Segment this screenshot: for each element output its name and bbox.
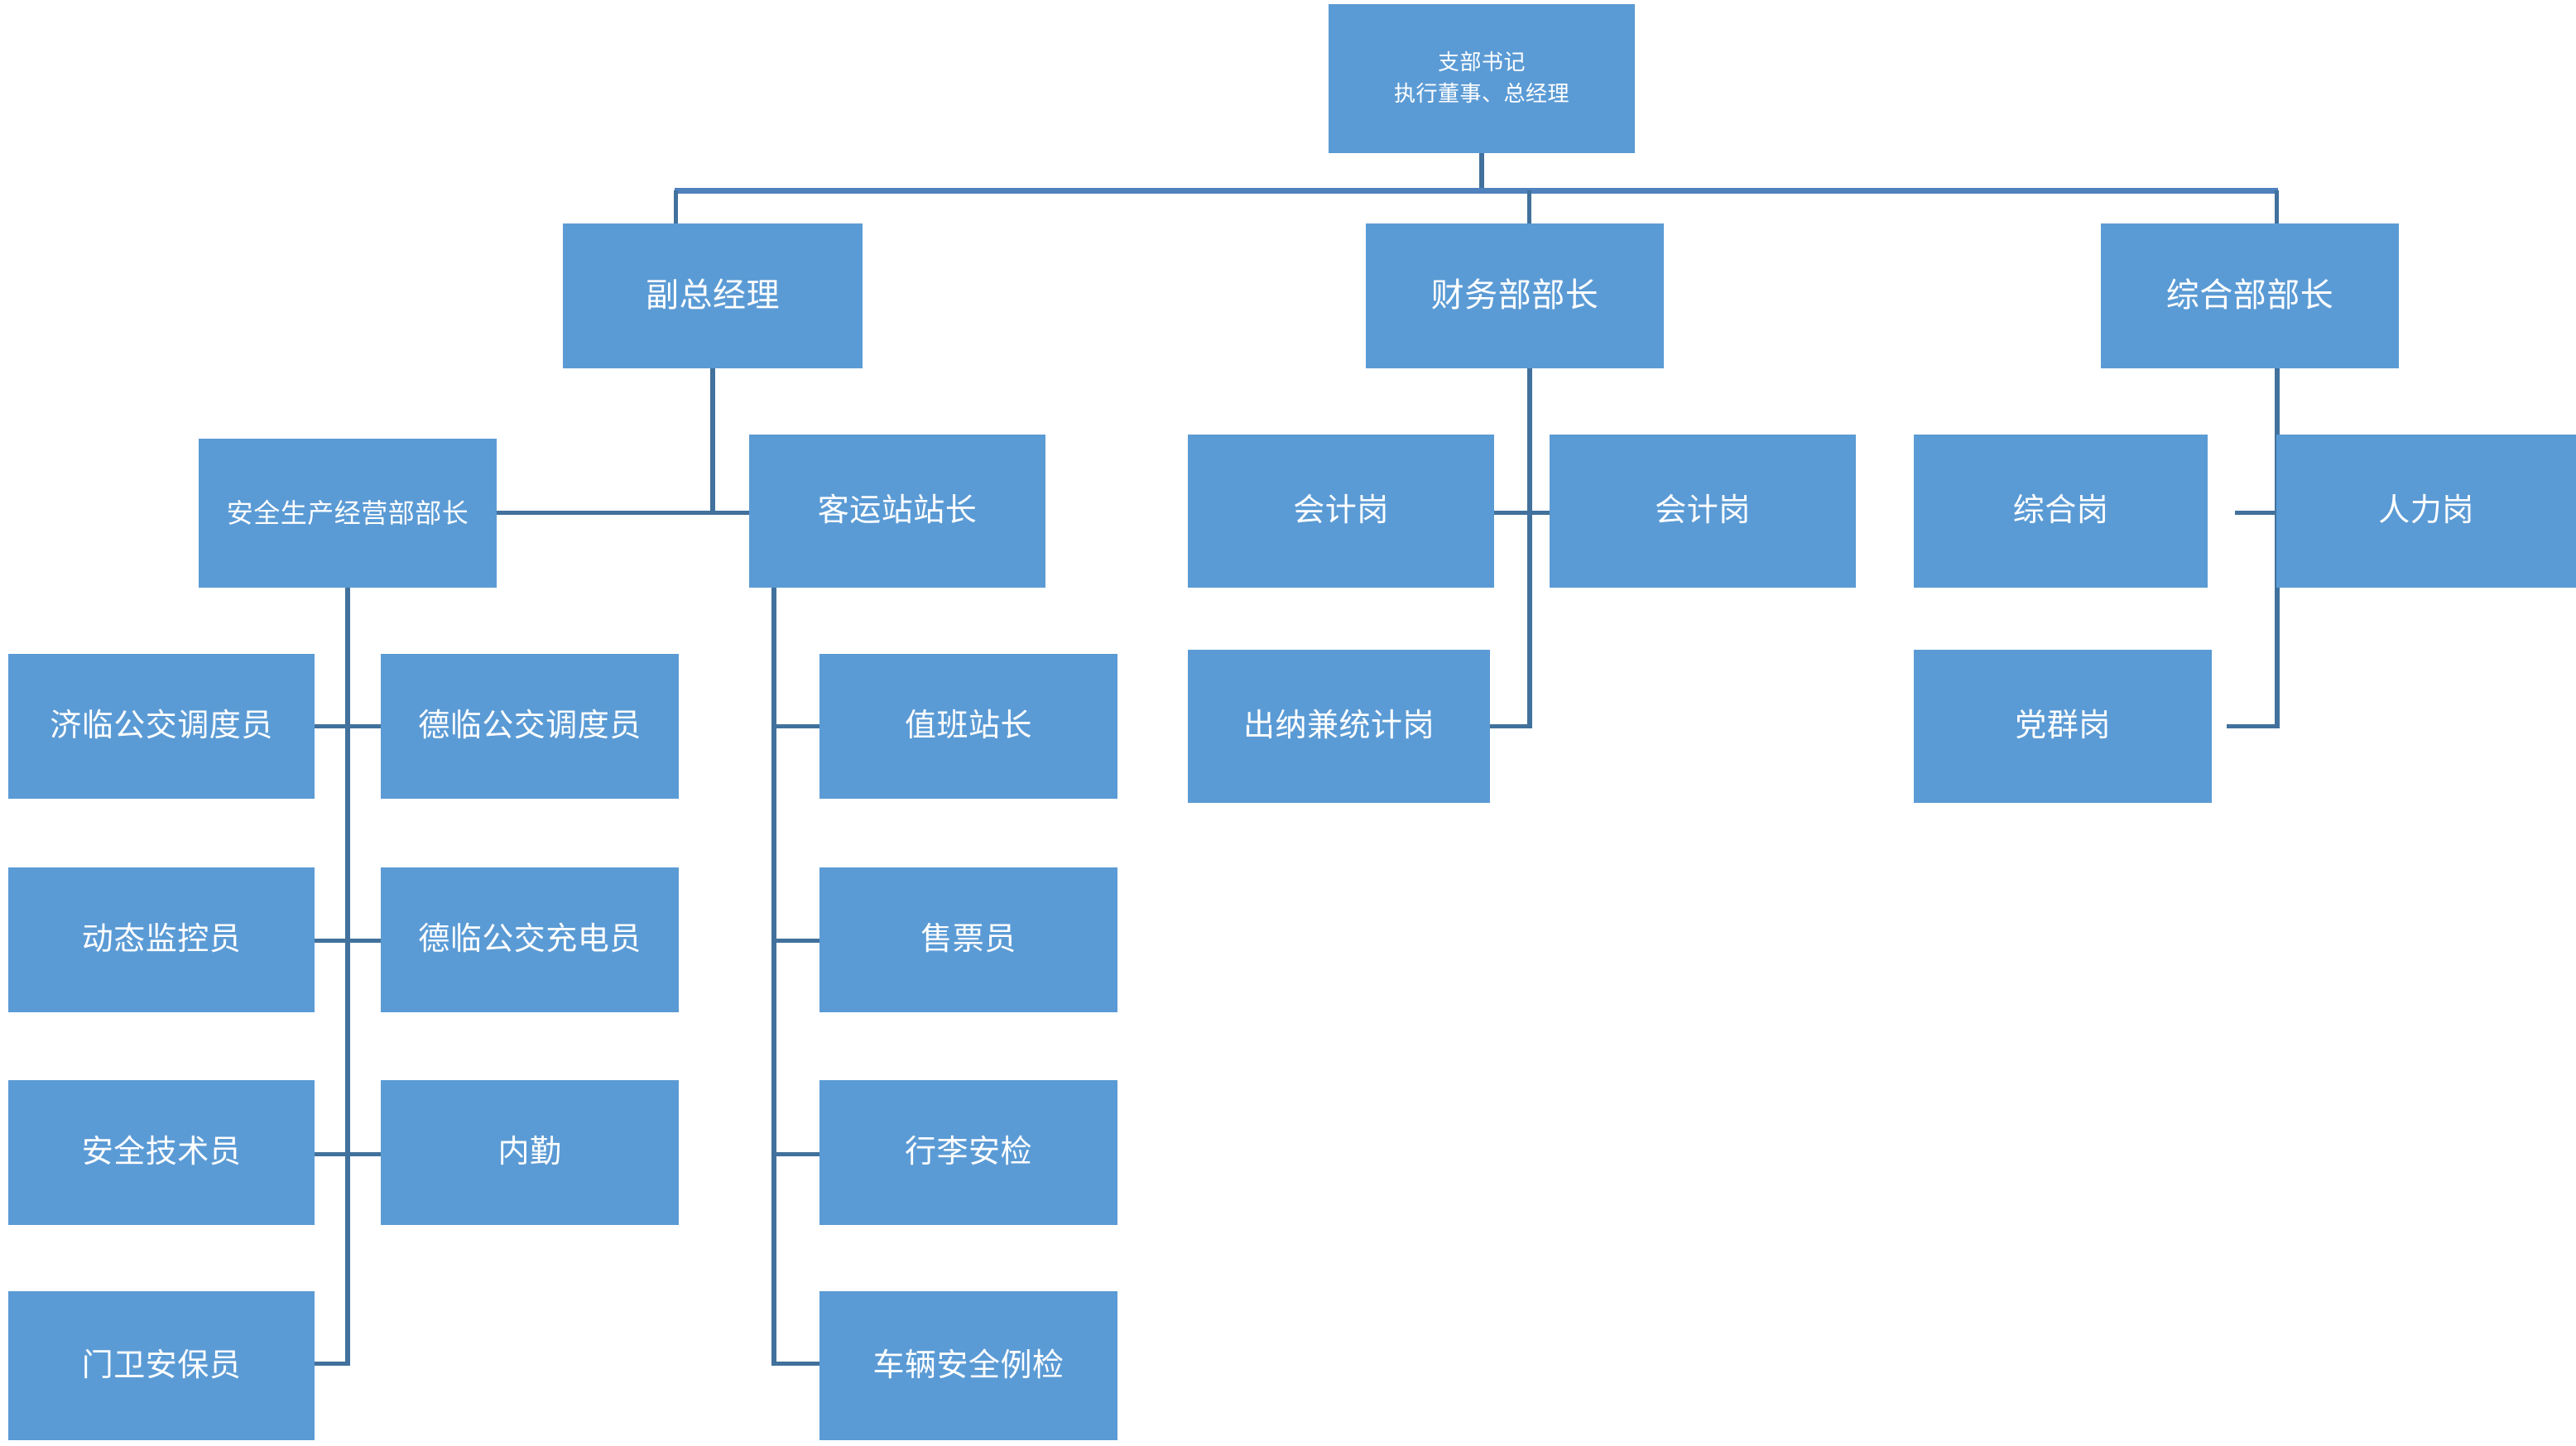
node-cashier-statistics-post[interactable]: 出纳兼统计岗 [1188, 650, 1490, 803]
connector-station-row1 [773, 724, 821, 728]
node-safety-production-department-head[interactable]: 安全生产经营部部长 [199, 439, 497, 588]
connector-general-party-arm [2227, 724, 2278, 728]
node-accountant-post-1-label: 会计岗 [1293, 493, 1389, 529]
node-deputy-general-manager[interactable]: 副总经理 [563, 223, 863, 368]
connector-safety-row2 [315, 939, 381, 943]
node-gate-security-guard[interactable]: 门卫安保员 [8, 1291, 315, 1440]
node-human-resources-post[interactable]: 人力岗 [2276, 435, 2576, 588]
connector-drop-finance-head [1527, 190, 1531, 225]
node-internal-affairs[interactable]: 内勤 [381, 1080, 679, 1225]
connector-station-row3 [773, 1152, 821, 1156]
node-general-affairs-post[interactable]: 综合岗 [1914, 435, 2208, 588]
node-general-affairs-post-label: 综合岗 [2012, 493, 2109, 529]
node-duty-station-chief[interactable]: 值班站长 [819, 654, 1117, 799]
connector-station-row2 [773, 939, 821, 943]
node-finance-department-head[interactable]: 财务部部长 [1366, 223, 1664, 368]
node-dynamic-monitoring-officer[interactable]: 动态监控员 [8, 867, 315, 1012]
node-accountant-post-2-label: 会计岗 [1655, 493, 1751, 529]
connector-safety-row4 [315, 1362, 350, 1366]
node-party-affairs-post-label: 党群岗 [2015, 709, 2111, 744]
node-bus-station-chief[interactable]: 客运站站长 [749, 435, 1045, 588]
node-root-line2: 执行董事、总经理 [1393, 81, 1569, 106]
node-party-affairs-post[interactable]: 党群岗 [1914, 650, 2212, 803]
node-human-resources-post-label: 人力岗 [2378, 493, 2474, 529]
connector-deputy-gm-arm [497, 511, 749, 515]
node-ticket-seller-label: 售票员 [920, 922, 1016, 958]
node-delin-bus-charging-officer-label: 德临公交充电员 [418, 922, 642, 958]
node-vehicle-safety-inspection-label: 车辆安全例检 [872, 1348, 1065, 1383]
connector-safety-spine [345, 588, 350, 1366]
connector-finance-cashier-arm [1482, 724, 1531, 728]
node-safety-technician-label: 安全技术员 [81, 1135, 242, 1170]
node-cashier-statistics-post-label: 出纳兼统计岗 [1242, 709, 1435, 744]
node-deputy-general-manager-label: 副总经理 [646, 276, 780, 314]
node-dynamic-monitoring-officer-label: 动态监控员 [81, 922, 242, 958]
node-baggage-security-check-label: 行李安检 [904, 1135, 1032, 1170]
node-delin-bus-dispatcher[interactable]: 德临公交调度员 [381, 654, 679, 799]
connector-deputy-gm-stem [710, 368, 715, 513]
connector-safety-row1 [315, 724, 381, 728]
node-delin-bus-dispatcher-label: 德临公交调度员 [418, 709, 642, 744]
node-safety-production-department-head-label: 安全生产经营部部长 [226, 497, 469, 528]
node-baggage-security-check[interactable]: 行李安检 [819, 1080, 1117, 1225]
node-jilin-bus-dispatcher-label: 济临公交调度员 [50, 709, 273, 744]
connector-general-posts-arm [2235, 511, 2316, 515]
node-root-party-secretary[interactable]: 支部书记 执行董事、总经理 [1329, 4, 1635, 153]
connector-station-row4 [773, 1362, 821, 1366]
node-duty-station-chief-label: 值班站长 [904, 709, 1032, 744]
node-root-line1: 支部书记 [1437, 50, 1526, 75]
node-jilin-bus-dispatcher[interactable]: 济临公交调度员 [8, 654, 315, 799]
connector-drop-general-head [2275, 190, 2279, 225]
connector-station-spine [771, 588, 776, 1366]
node-delin-bus-charging-officer[interactable]: 德临公交充电员 [381, 867, 679, 1012]
connector-finance-accountants-arm [1494, 511, 1569, 515]
connector-root-stem [1479, 149, 1484, 190]
node-gate-security-guard-label: 门卫安保员 [81, 1348, 242, 1383]
node-general-department-head-label: 综合部部长 [2165, 276, 2334, 314]
node-accountant-post-1[interactable]: 会计岗 [1188, 435, 1494, 588]
node-general-department-head[interactable]: 综合部部长 [2101, 223, 2399, 368]
node-vehicle-safety-inspection[interactable]: 车辆安全例检 [819, 1291, 1117, 1440]
connector-level2-bus [675, 188, 2278, 194]
node-ticket-seller[interactable]: 售票员 [819, 867, 1117, 1012]
node-accountant-post-2[interactable]: 会计岗 [1550, 435, 1856, 588]
node-finance-department-head-label: 财务部部长 [1430, 276, 1599, 314]
connector-safety-row3 [315, 1152, 381, 1156]
connector-drop-deputy-gm [674, 190, 678, 225]
node-safety-technician[interactable]: 安全技术员 [8, 1080, 315, 1225]
connector-finance-spine [1527, 348, 1532, 728]
node-internal-affairs-label: 内勤 [497, 1135, 562, 1170]
node-bus-station-chief-label: 客运站站长 [817, 493, 978, 529]
